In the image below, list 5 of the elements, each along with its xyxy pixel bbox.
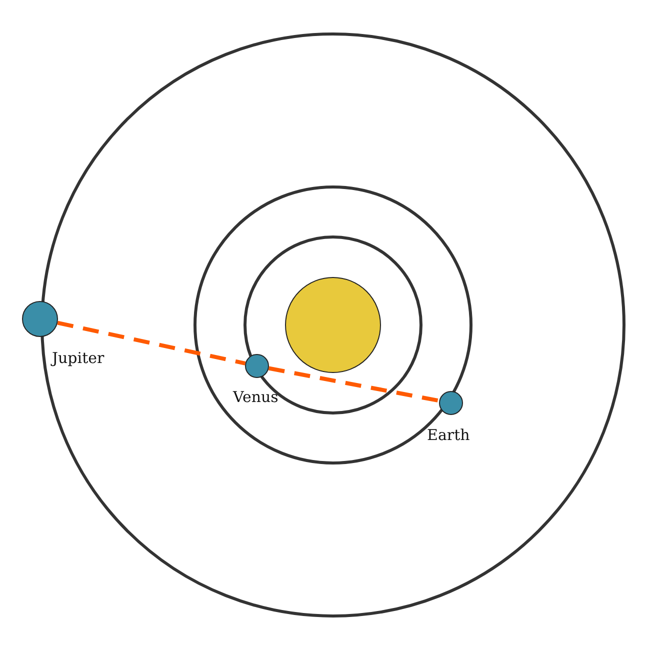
planet-name: Jupiter [52, 349, 104, 367]
sight-line [268, 366, 440, 403]
planet-name: Earth [427, 426, 470, 444]
planet-name: Venus [233, 388, 278, 406]
sight-line [57, 320, 246, 366]
